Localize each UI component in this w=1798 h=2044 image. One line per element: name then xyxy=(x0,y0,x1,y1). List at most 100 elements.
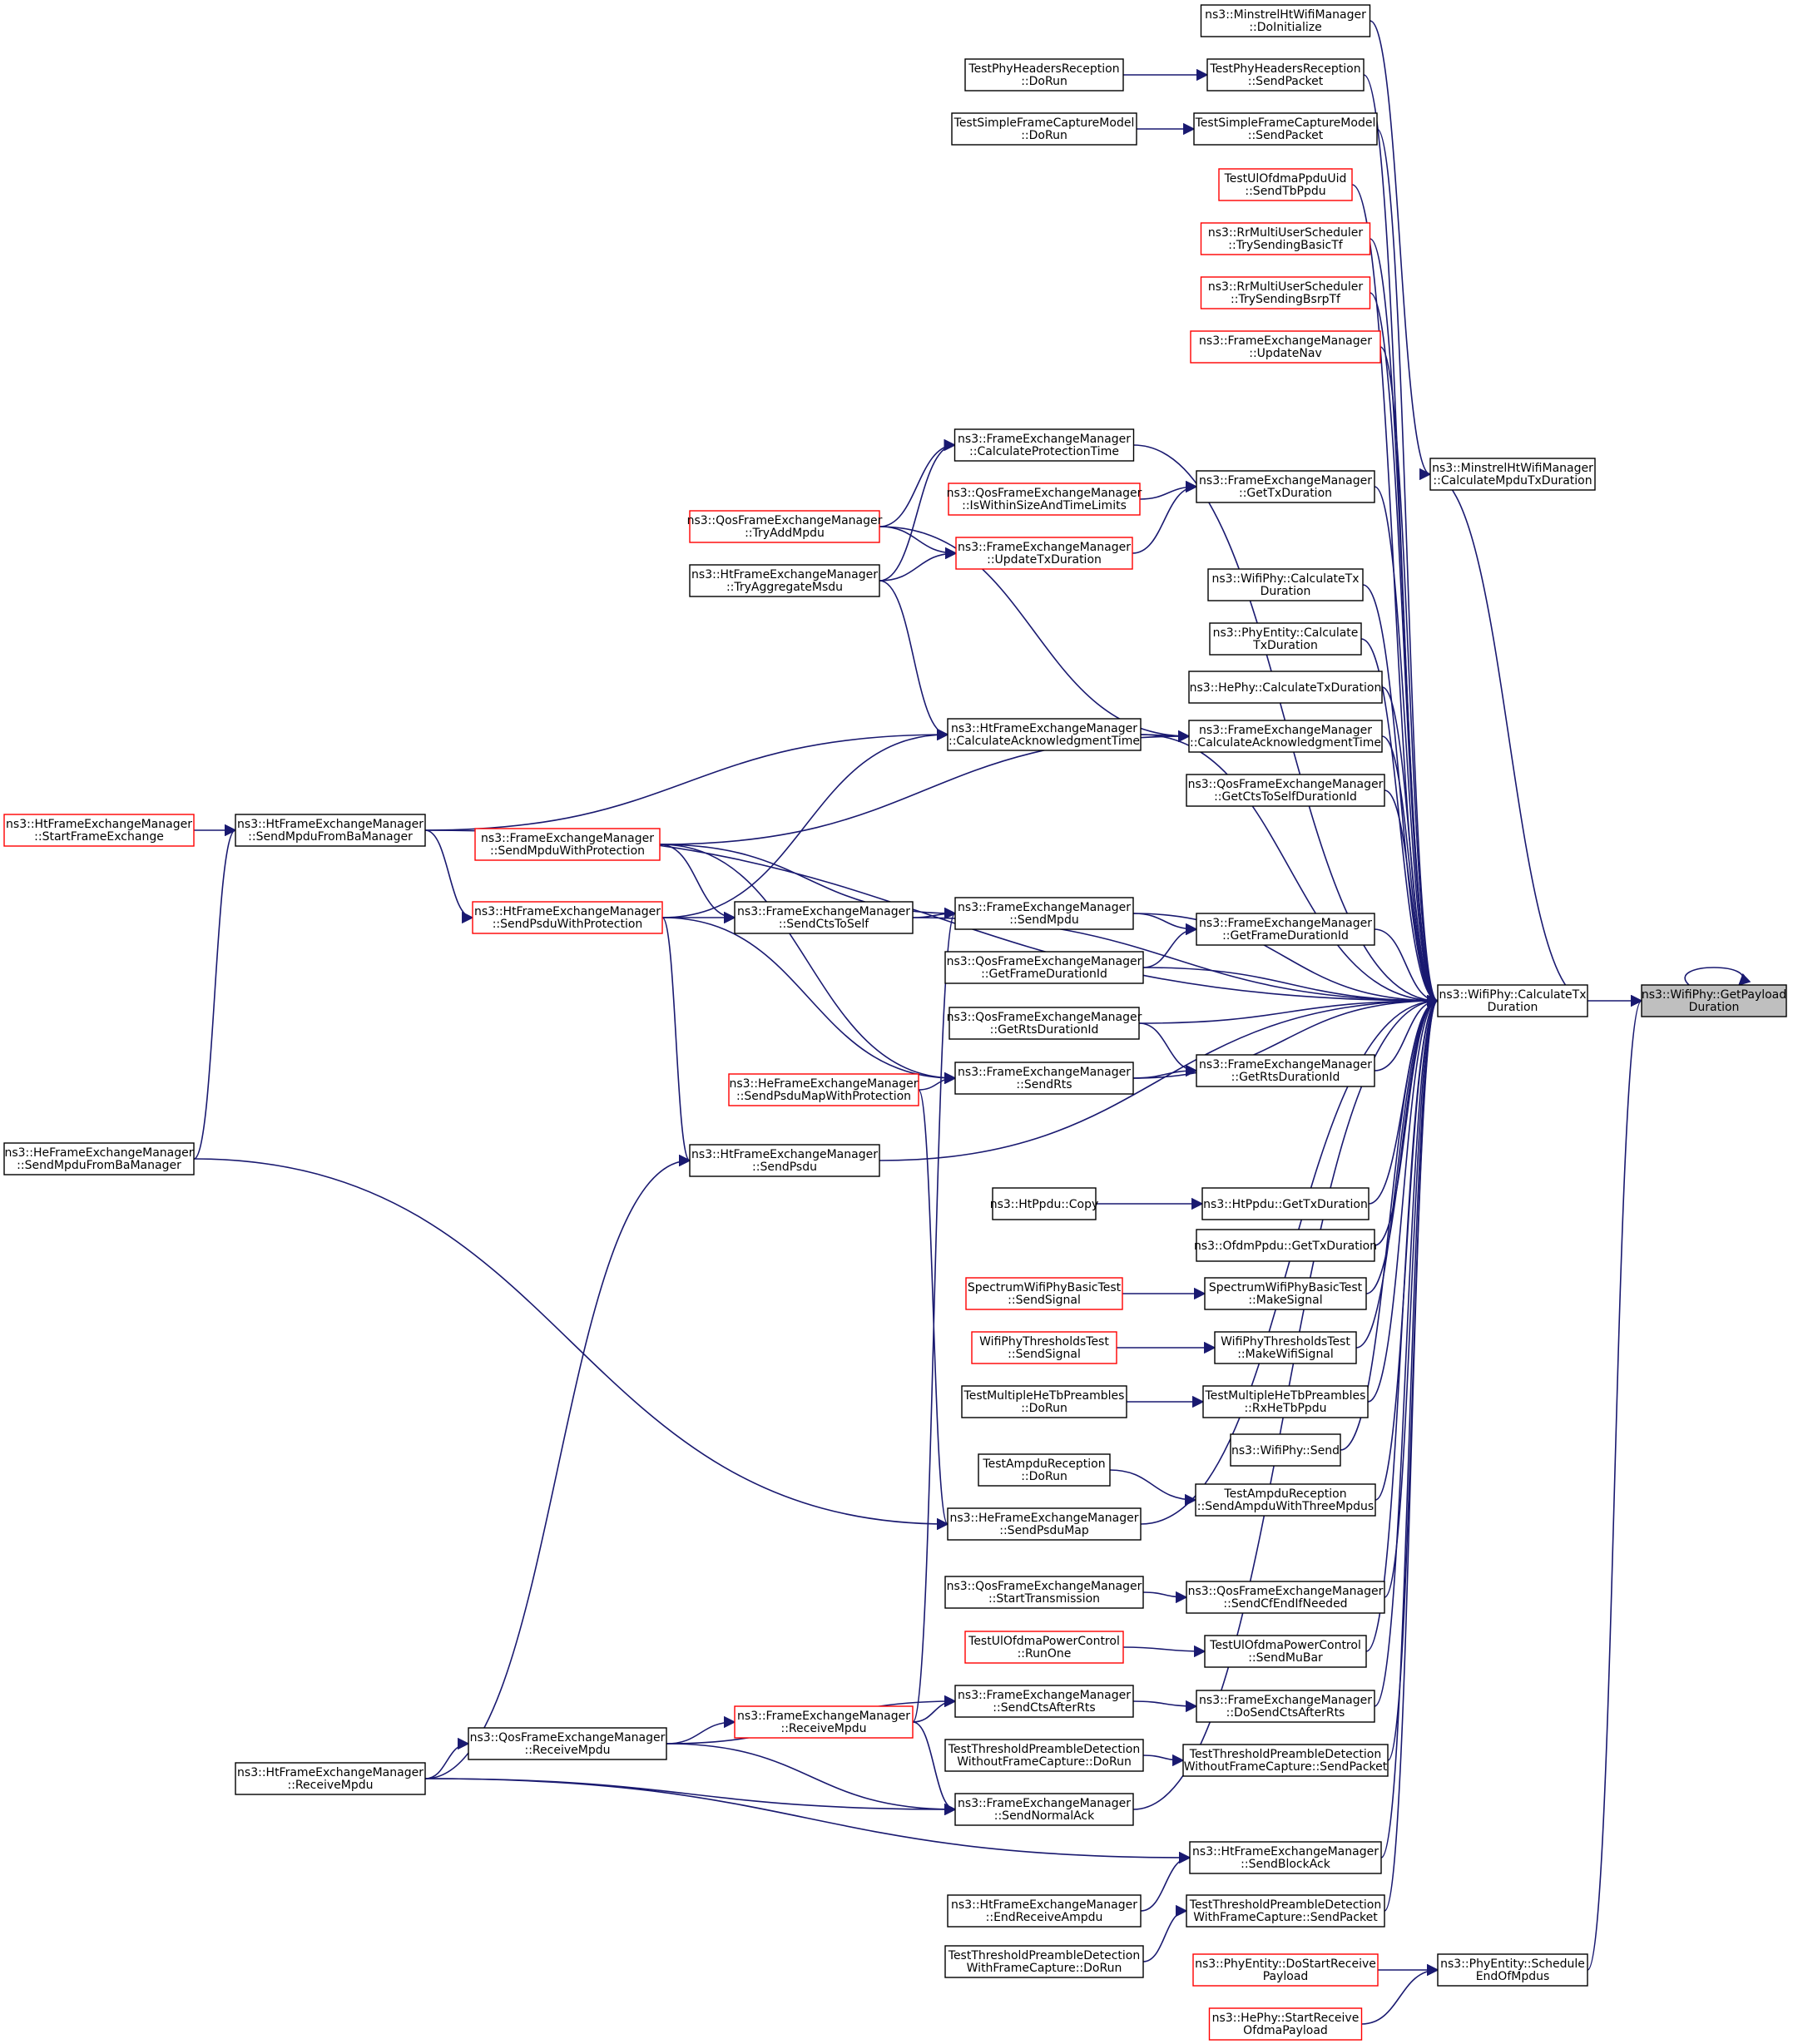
node-tuopc-run[interactable]: TestUlOfdmaPowerControl::RunOne xyxy=(964,1631,1124,1664)
node-tphr-send[interactable]: TestPhyHeadersReception::SendPacket xyxy=(1206,58,1365,92)
node-tuopu[interactable]: TestUlOfdmaPpduUid::SendTbPpdu xyxy=(1218,168,1353,201)
node-ttpd-nofc-dorun[interactable]: TestThresholdPreambleDetectionWithoutFra… xyxy=(944,1739,1144,1772)
node-hefem-sendpsdumap[interactable]: ns3::HeFrameExchangeManager::SendPsduMap xyxy=(947,1507,1142,1541)
node-qfem-getframedur[interactable]: ns3::QosFrameExchangeManager::GetFrameDu… xyxy=(944,951,1144,984)
node-tar-send[interactable]: TestAmpduReception::SendAmpduWithThreeMp… xyxy=(1195,1483,1376,1517)
node-fem-sendnack[interactable]: ns3::FrameExchangeManager::SendNormalAck xyxy=(954,1793,1134,1826)
node-rr-bsrp[interactable]: ns3::RrMultiUserScheduler::TrySendingBsr… xyxy=(1200,276,1371,309)
node-fem-updtx[interactable]: ns3::FrameExchangeManager::UpdateTxDurat… xyxy=(955,537,1133,570)
node-qfem-tryadd[interactable]: ns3::QosFrameExchangeManager::TryAddMpdu xyxy=(687,510,883,543)
node-box xyxy=(1196,913,1375,946)
node-hephy-calctx[interactable]: ns3::HePhy::CalculateTxDuration xyxy=(1188,671,1383,704)
node-tar-dorun[interactable]: TestAmpduReception::DoRun xyxy=(978,1453,1111,1487)
node-label-line: ::SendCfEndIfNeeded xyxy=(1223,1597,1347,1611)
node-fem-getrts[interactable]: ns3::FrameExchangeManager::GetRtsDuratio… xyxy=(1196,1054,1375,1087)
node-fem-updnav[interactable]: ns3::FrameExchangeManager::UpdateNav xyxy=(1190,330,1381,364)
node-label-line: ::GetRtsDurationId xyxy=(1231,1071,1340,1084)
node-label-line: ::CalculateProtectionTime xyxy=(969,445,1119,458)
node-tsfc-send[interactable]: TestSimpleFrameCaptureModel::SendPacket xyxy=(1193,112,1378,146)
node-htppdu-gettx[interactable]: ns3::HtPpdu::GetTxDuration xyxy=(1201,1187,1370,1220)
node-tmhtp-dorun[interactable]: TestMultipleHeTbPreambles::DoRun xyxy=(961,1385,1127,1418)
edge-n_htfem_tryagg-to-n_htfem_calcack xyxy=(879,580,949,741)
edge-n_htfem_recv-to-n_htfem_sendback xyxy=(424,1778,1191,1864)
node-label-line: WithFrameCapture::DoRun xyxy=(967,1962,1122,1975)
node-wp-send[interactable]: ns3::WifiPhy::Send xyxy=(1230,1433,1341,1467)
node-htfem-sendmpduba[interactable]: ns3::HtFrameExchangeManager::SendMpduFro… xyxy=(235,814,426,847)
node-qfem-starttx[interactable]: ns3::QosFrameExchangeManager::StartTrans… xyxy=(944,1576,1144,1609)
node-qfem-ctsself[interactable]: ns3::QosFrameExchangeManager::GetCtsToSe… xyxy=(1186,774,1385,807)
node-pe-calctx[interactable]: ns3::PhyEntity::CalculateTxDuration xyxy=(1209,622,1362,656)
edge-n_rr_bsrp-to-n_calctx xyxy=(1370,292,1439,1007)
node-htfem-sendpsdu[interactable]: ns3::HtFrameExchangeManager::SendPsdu xyxy=(689,1144,880,1177)
node-qfem-iswithin[interactable]: ns3::QosFrameExchangeManager::IsWithinSi… xyxy=(947,483,1142,516)
node-ttpd-fc-dorun[interactable]: TestThresholdPreambleDetectionWithFrameC… xyxy=(944,1945,1144,1978)
node-htppdu-copy[interactable]: ns3::HtPpdu::Copy xyxy=(990,1187,1099,1220)
node-minstrel-init[interactable]: ns3::MinstrelHtWifiManager::DoInitialize xyxy=(1200,4,1371,37)
node-ttpd-nofc-send[interactable]: TestThresholdPreambleDetectionWithoutFra… xyxy=(1182,1744,1389,1777)
node-qfem-sendcfend[interactable]: ns3::QosFrameExchangeManager::SendCfEndI… xyxy=(1186,1581,1385,1614)
node-calctx[interactable]: ns3::WifiPhy::CalculateTxDuration xyxy=(1437,984,1588,1017)
node-label-line: ns3::QosFrameExchangeManager xyxy=(687,514,883,527)
node-htfem-sendpsduprot[interactable]: ns3::HtFrameExchangeManager::SendPsduWit… xyxy=(472,901,663,934)
node-box xyxy=(1192,1953,1379,1987)
node-tuopc-send[interactable]: TestUlOfdmaPowerControl::SendMuBar xyxy=(1204,1635,1367,1668)
node-box xyxy=(1641,984,1787,1017)
node-tmhtp-rx[interactable]: TestMultipleHeTbPreambles::RxHeTbPpdu xyxy=(1202,1385,1369,1418)
node-label-line: ns3::HtFrameExchangeManager xyxy=(237,818,423,831)
node-fem-gettx[interactable]: ns3::FrameExchangeManager::GetTxDuration xyxy=(1196,470,1375,503)
node-wp-calctx[interactable]: ns3::WifiPhy::CalculateTxDuration xyxy=(1207,568,1364,601)
node-htfem-start[interactable]: ns3::HtFrameExchangeManager::StartFrameE… xyxy=(3,814,195,847)
node-fem-sendmpduprot[interactable]: ns3::FrameExchangeManager::SendMpduWithP… xyxy=(474,828,661,861)
node-fem-calcack[interactable]: ns3::FrameExchangeManager::CalculateAckn… xyxy=(1188,720,1383,753)
node-box xyxy=(944,1945,1144,1978)
node-ttpd-fc-send[interactable]: TestThresholdPreambleDetectionWithFrameC… xyxy=(1186,1894,1385,1928)
node-box xyxy=(1230,1433,1341,1467)
node-label-line: ::GetTxDuration xyxy=(1239,487,1332,500)
node-tsfc-dorun[interactable]: TestSimpleFrameCaptureModel::DoRun xyxy=(951,112,1137,146)
node-minstrel-calc[interactable]: ns3::MinstrelHtWifiManager::CalculateMpd… xyxy=(1429,458,1596,491)
node-fem-sendrts[interactable]: ns3::FrameExchangeManager::SendRts xyxy=(954,1062,1134,1095)
node-fem-calcprot[interactable]: ns3::FrameExchangeManager::CalculateProt… xyxy=(953,428,1135,462)
node-htfem-calcack[interactable]: ns3::HtFrameExchangeManager::CalculateAc… xyxy=(947,718,1142,751)
node-box xyxy=(1437,1953,1588,1987)
node-label-line: ::TrySendingBasicTf xyxy=(1228,239,1343,252)
node-wpth-send[interactable]: WifiPhyThresholdsTest::SendSignal xyxy=(971,1331,1117,1364)
node-fem-recv[interactable]: ns3::FrameExchangeManager::ReceiveMpdu xyxy=(734,1705,914,1739)
edge-n_swpbt_make-to-n_calctx xyxy=(1365,994,1439,1294)
edge-n_htfem_recv-to-n_qfem_recv xyxy=(424,1737,470,1779)
node-fem-getframedur[interactable]: ns3::FrameExchangeManager::GetFrameDurat… xyxy=(1196,913,1375,946)
node-fem-sendctsself[interactable]: ns3::FrameExchangeManager::SendCtsToSelf xyxy=(734,901,914,934)
edge-n_htfem_sendmpduba-to-n_htfem_sendpsduprot xyxy=(424,829,474,924)
node-box xyxy=(971,1331,1117,1364)
node-rr-basic[interactable]: ns3::RrMultiUserScheduler::TrySendingBas… xyxy=(1200,222,1371,255)
node-swpbt-make[interactable]: SpectrumWifiPhyBasicTest::MakeSignal xyxy=(1204,1277,1367,1310)
node-htfem-sendback[interactable]: ns3::HtFrameExchangeManager::SendBlockAc… xyxy=(1189,1841,1382,1874)
node-label-line: ::GetFrameDurationId xyxy=(1222,929,1349,943)
edge-n_htfem_sendback-to-n_calctx xyxy=(1380,995,1439,1858)
node-box xyxy=(1200,276,1371,309)
node-box xyxy=(1204,1277,1367,1310)
edge-n_hefem_sendmpduba-to-n_htfem_sendmpduba xyxy=(193,824,237,1160)
node-ofdmppdu-gettx[interactable]: ns3::OfdmPpdu::GetTxDuration xyxy=(1194,1229,1377,1262)
node-hefem-sendmpduba[interactable]: ns3::HeFrameExchangeManager::SendMpduFro… xyxy=(3,1142,195,1175)
node-fem-dosendcts[interactable]: ns3::FrameExchangeManager::DoSendCtsAfte… xyxy=(1196,1690,1375,1723)
node-box xyxy=(689,1144,880,1177)
node-qfem-recv[interactable]: ns3::QosFrameExchangeManager::ReceiveMpd… xyxy=(468,1727,667,1760)
node-tphr-dorun[interactable]: TestPhyHeadersReception::DoRun xyxy=(964,58,1124,92)
node-box xyxy=(955,537,1133,570)
node-wpth-make[interactable]: WifiPhyThresholdsTest::MakeWifiSignal xyxy=(1214,1331,1357,1364)
node-qfem-getrts[interactable]: ns3::QosFrameExchangeManager::GetRtsDura… xyxy=(947,1007,1142,1040)
node-fem-sendmpdu[interactable]: ns3::FrameExchangeManager::SendMpdu xyxy=(954,897,1134,930)
node-hefem-sendpsdumapprot[interactable]: ns3::HeFrameExchangeManager::SendPsduMap… xyxy=(728,1073,919,1106)
node-swpbt-send[interactable]: SpectrumWifiPhyBasicTest::SendSignal xyxy=(965,1277,1123,1310)
node-htfem-endrx[interactable]: ns3::HtFrameExchangeManager::EndReceiveA… xyxy=(947,1894,1142,1928)
node-fem-sendctsafter[interactable]: ns3::FrameExchangeManager::SendCtsAfterR… xyxy=(954,1685,1134,1718)
node-label-line: ::UpdateNav xyxy=(1249,347,1321,360)
node-box xyxy=(948,483,1141,516)
node-htfem-recv[interactable]: ns3::HtFrameExchangeManager::ReceiveMpdu xyxy=(235,1762,426,1795)
node-htfem-tryagg[interactable]: ns3::HtFrameExchangeManager::TryAggregat… xyxy=(689,564,880,597)
